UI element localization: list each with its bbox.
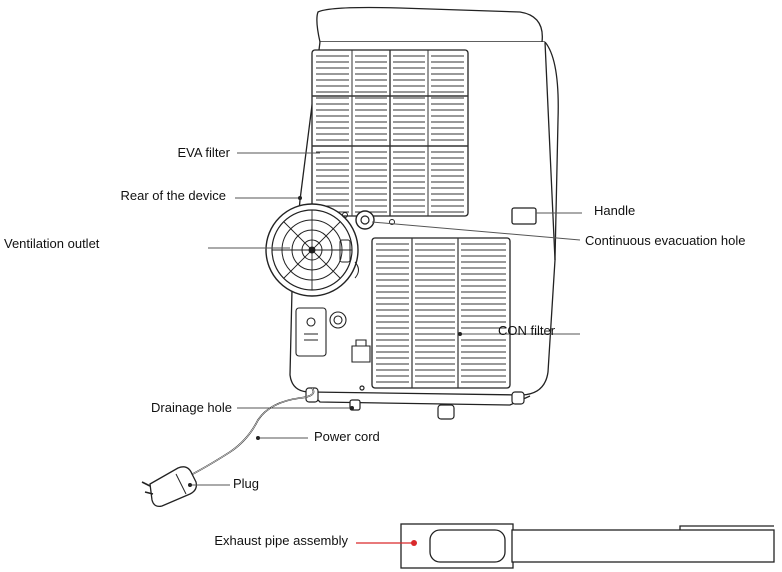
leader-lines: [190, 152, 582, 486]
eva-filter-grille: [311, 49, 469, 217]
label-rear-of-device: Rear of the device: [120, 188, 226, 203]
label-plug: Plug: [233, 476, 259, 491]
label-power-cord: Power cord: [314, 429, 380, 444]
handle-recess: [511, 207, 537, 225]
exhaust-pipe-assembly: [400, 523, 775, 569]
continuous-evacuation-port: [342, 210, 395, 230]
con-filter-grille: [371, 237, 511, 389]
label-eva-filter: EVA filter: [177, 145, 230, 160]
leader-dots: [188, 196, 462, 487]
label-con-filter: CON filter: [498, 323, 556, 338]
exhaust-pipe-leader-dot: [411, 540, 417, 546]
continuous-evacuation-leader: [371, 221, 581, 241]
ventilation-outlet-fan: [265, 203, 359, 297]
label-exhaust-pipe-assembly: Exhaust pipe assembly: [214, 533, 348, 548]
label-ventilation-outlet: Ventilation outlet: [4, 236, 100, 251]
lower-panel: [295, 307, 371, 363]
label-handle: Handle: [594, 203, 635, 218]
label-drainage-hole: Drainage hole: [151, 400, 232, 415]
label-continuous-evacuation-hole: Continuous evacuation hole: [585, 233, 745, 248]
plug: [141, 466, 198, 508]
